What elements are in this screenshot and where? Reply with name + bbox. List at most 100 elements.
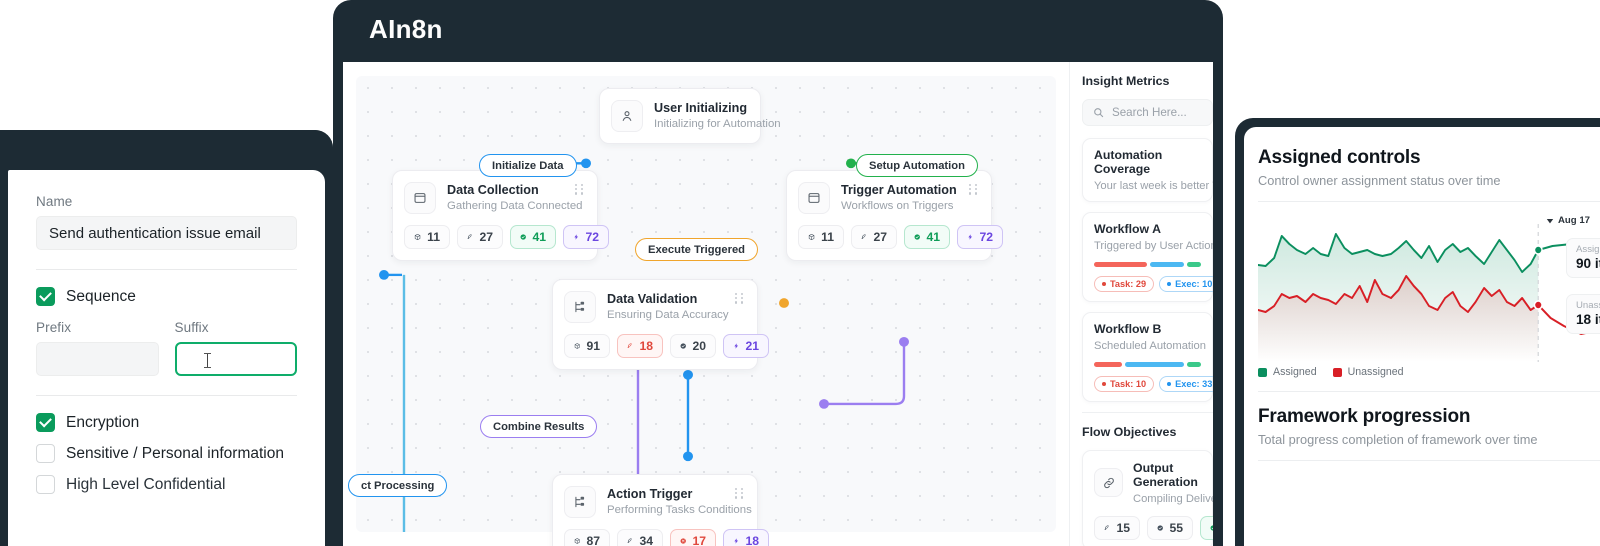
edge-pill-processing[interactable]: ct Processing [348,474,448,497]
stat-value: 91 [586,339,600,353]
sensitive-checkbox-row[interactable]: Sensitive / Personal information [36,444,297,463]
stat-value: 72 [585,230,599,244]
tag-row: Task: 29 Exec: 10 Done: 1 [1094,276,1213,292]
stat-badge: 41 [904,225,950,249]
left-device-topbar [0,130,333,170]
right-device-frame: Assigned controls Control owner assignme… [1235,118,1600,546]
workflow-b-card[interactable]: Workflow B Scheduled Automation Task: 10… [1082,312,1213,402]
drag-handle-icon[interactable] [735,488,745,499]
tooltip-label: Unassigned [1576,300,1600,311]
confidential-checkbox-row[interactable]: High Level Confidential [36,475,297,494]
node-data-collection[interactable]: Data Collection Gathering Data Connected… [392,170,609,261]
link-icon [1094,468,1123,497]
divider-2 [36,395,297,396]
user-icon [611,100,643,132]
node-title: Action Trigger [607,487,693,501]
assigned-controls-chart[interactable]: Aug 17 Assigned 90 items Unassigned 18 i… [1258,210,1600,362]
stat-value: 34 [639,534,653,546]
framework-title: Framework progression [1258,406,1471,427]
flow-icon [564,291,596,323]
stat-badge: 27 [457,225,503,249]
edge-pill-setup-automation[interactable]: Setup Automation [856,154,978,177]
encryption-checkbox[interactable] [36,413,55,432]
search-placeholder: Search Here... [1112,106,1187,119]
sequence-checkbox-row[interactable]: Sequence [36,287,297,306]
node-trigger-automation[interactable]: Trigger Automation Workflows on Triggers… [786,170,1003,261]
encryption-checkbox-row[interactable]: Encryption [36,413,297,432]
progress-bar [1094,362,1201,367]
stat-value: 21 [745,339,759,353]
drag-handle-icon[interactable] [969,184,979,195]
stat-badge: 41 [1200,516,1213,540]
divider [1258,201,1600,202]
tag-exec: Exec: 33 [1159,376,1213,392]
stat-badge: 11 [404,225,450,249]
divider-3 [1258,460,1600,461]
center-device-screen: User Initializing Initializing for Autom… [343,62,1213,546]
stat-value: 27 [873,230,887,244]
node-subtitle: Workflows on Triggers [841,200,954,213]
edge-pill-execute-triggered[interactable]: Execute Triggered [635,238,758,261]
insight-metrics-panel: Insight Metrics Search Here... Automatio… [1069,62,1213,546]
node-action-trigger[interactable]: Action Trigger Performing Tasks Conditio… [552,474,769,546]
card-subtitle: Triggered by User Actions [1094,240,1213,252]
edge-pill-combine-results[interactable]: Combine Results [480,415,598,438]
flow-objectives-heading: Flow Objectives [1082,425,1177,439]
chart-svg [1258,224,1600,362]
stat-value: 41 [926,230,940,244]
confidential-label: High Level Confidential [66,475,226,493]
tag-task: Task: 10 [1094,376,1155,392]
stat-value: 11 [427,230,440,244]
tag-task: Task: 29 [1094,276,1155,292]
assigned-controls-subtitle: Control owner assignment status over tim… [1258,173,1501,188]
drag-handle-icon[interactable] [575,184,585,195]
sensitive-checkbox[interactable] [36,444,55,463]
node-user-initializing[interactable]: User Initializing Initializing for Autom… [599,88,781,144]
name-field-label: Name [36,194,73,209]
card-title: Output Generation [1133,461,1198,489]
tooltip-unassigned: Unassigned 18 items [1566,294,1600,334]
tooltip-value: 90 items [1576,256,1600,271]
settings-form: Name Send authentication issue email Seq… [8,170,325,494]
stat-badge: 15 [1094,516,1140,540]
center-device-frame: AIn8n [333,0,1223,546]
stat-badge: 27 [851,225,897,249]
right-device-screen: Assigned controls Control owner assignme… [1244,127,1600,546]
sequence-checkbox[interactable] [36,287,55,306]
stat-badge: 91 [564,334,610,358]
stat-badge: 72 [563,225,609,249]
tag-row: Task: 10 Exec: 33 Done: 1 [1094,376,1213,392]
edge-pill-initialize-data[interactable]: Initialize Data [479,154,577,177]
card-subtitle: Compiling Delivering [1133,493,1213,505]
search-input[interactable]: Search Here... [1082,99,1213,126]
left-device-screen: Name Send authentication issue email Seq… [8,170,325,546]
stat-value: 41 [532,230,546,244]
tooltip-value: 18 items [1576,312,1600,327]
stat-value: 11 [821,230,834,244]
workflow-a-card[interactable]: Workflow A Triggered by User Actions Tas… [1082,212,1213,302]
suffix-input[interactable] [174,342,297,376]
sequence-label: Sequence [66,287,136,305]
confidential-checkbox[interactable] [36,475,55,494]
tag-exec: Exec: 10 [1159,276,1213,292]
card-subtitle: Scheduled Automation [1094,340,1206,352]
stat-value: 20 [692,339,706,353]
automation-coverage-card[interactable]: Automation Coverage Your last week is be… [1082,138,1213,202]
suffix-group: Suffix [174,320,297,376]
node-data-validation[interactable]: Data Validation Ensuring Data Accuracy 9… [552,279,769,370]
prefix-input[interactable] [36,342,159,376]
output-generation-card[interactable]: Output Generation Compiling Delivering 1… [1082,450,1213,546]
stat-badge: 18 [723,529,769,546]
prefix-label: Prefix [36,320,72,335]
workflow-canvas[interactable]: User Initializing Initializing for Autom… [348,76,1056,546]
stat-badge: 17 [670,529,716,546]
node-subtitle: Gathering Data Connected [447,200,583,213]
insight-metrics-heading: Insight Metrics [1082,74,1170,88]
drag-handle-icon[interactable] [735,293,745,304]
stat-value: 27 [479,230,493,244]
card-title: Workflow A [1094,222,1161,236]
left-device-frame: Name Send authentication issue email Seq… [0,130,333,546]
prefix-suffix-row: Prefix Suffix [36,320,297,376]
name-input[interactable]: Send authentication issue email [36,216,297,250]
